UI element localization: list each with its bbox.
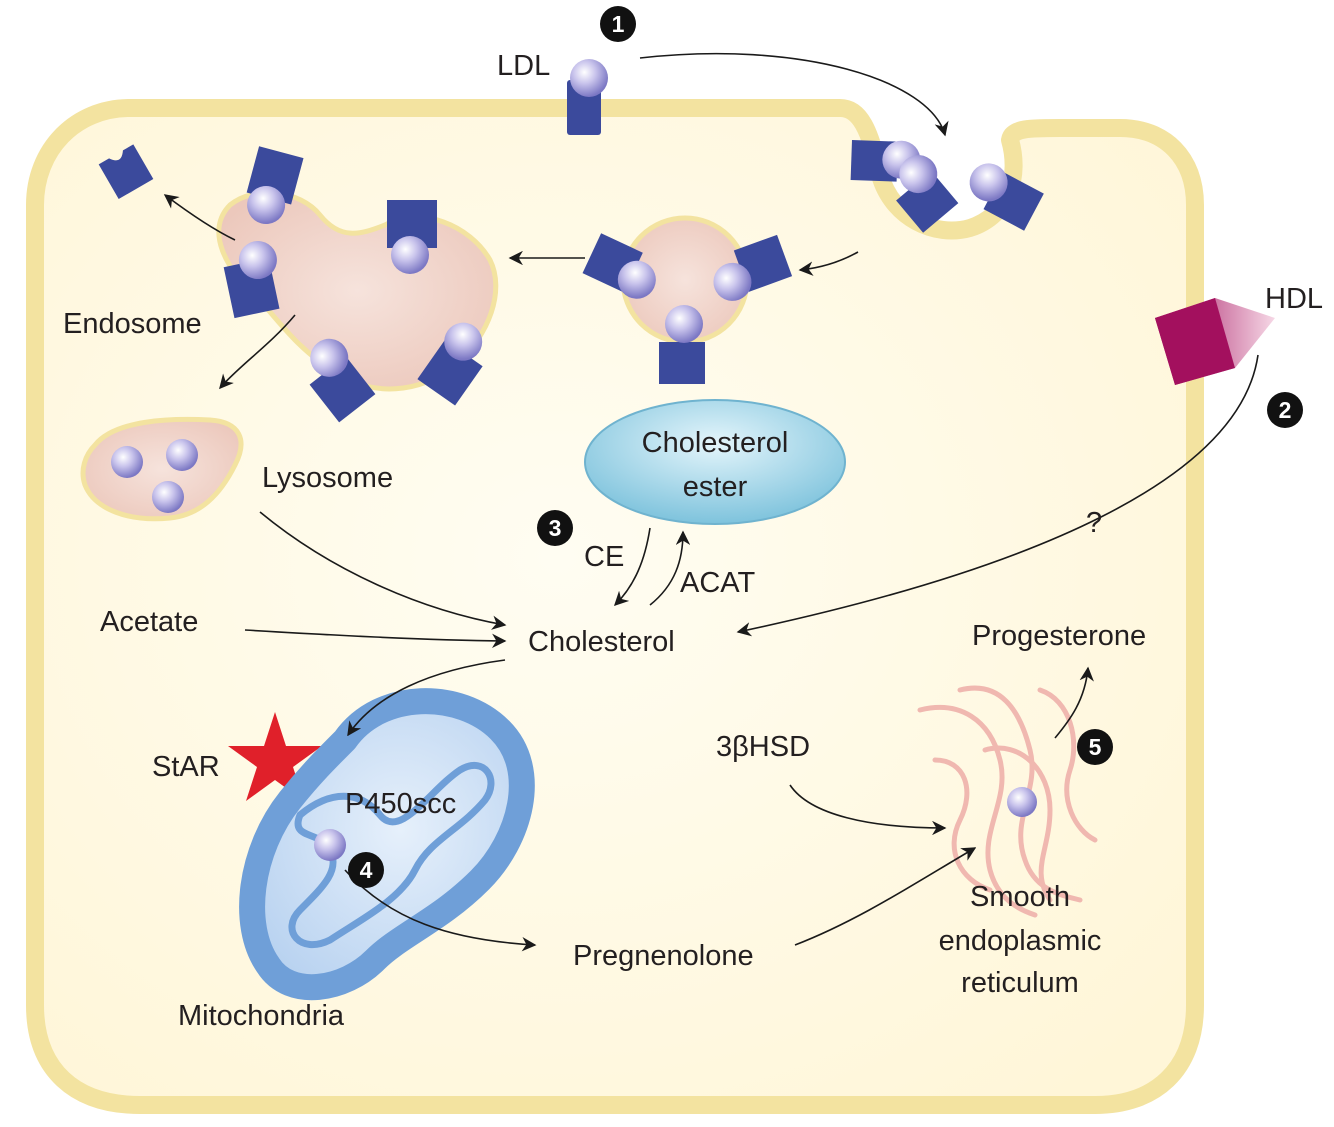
p450scc-label: P450scc (345, 788, 456, 820)
step-marker-3: 3 (537, 510, 573, 546)
question-label: ? (1086, 507, 1102, 539)
coated-vesicle (582, 215, 793, 384)
cholesterol-ester-label-1: Cholesterol (642, 427, 789, 459)
recycled-receptor (98, 144, 154, 200)
smooth-er (917, 685, 1098, 918)
cholesterol-label: Cholesterol (528, 626, 675, 658)
pit-receptor (969, 163, 1044, 231)
mitochondria-label: Mitochondria (178, 1000, 345, 1032)
ldl-particle (570, 59, 608, 97)
ldl-receptor-complex (567, 59, 608, 135)
ce-label: CE (584, 541, 624, 573)
pregnenolone-in-er (1007, 787, 1037, 817)
pit-receptor (896, 155, 959, 233)
ldl-label: LDL (497, 50, 550, 82)
acetate-label: Acetate (100, 606, 198, 638)
lysosome (80, 416, 244, 522)
hdl-label: HDL (1265, 283, 1323, 315)
progesterone-label: Progesterone (972, 620, 1146, 652)
hdl-receptor-complex (1155, 298, 1275, 385)
arrow-pit-to-vesicle (798, 251, 859, 276)
arrow-ester-to-cholesterol (613, 527, 651, 607)
star-protein-icon (228, 712, 322, 801)
arrow-hdl-to-cholesterol (736, 354, 1259, 637)
svg-text:3: 3 (549, 515, 562, 541)
svg-text:5: 5 (1089, 734, 1102, 760)
ser-label-3: reticulum (961, 967, 1079, 999)
svg-text:2: 2 (1279, 397, 1292, 423)
endosome-label: Endosome (63, 308, 202, 340)
arrow-pregnenolone-to-er (794, 847, 977, 946)
svg-text:1: 1 (612, 11, 625, 37)
svg-text:4: 4 (360, 857, 373, 883)
cholesterol-ester-droplet (584, 399, 846, 525)
pregnenolone-label: Pregnenolone (573, 940, 754, 972)
3bhsd-label: 3βHSD (716, 731, 810, 763)
arrow-cholesterol-to-ester (649, 530, 691, 606)
arrow-er-to-progesterone (1054, 666, 1094, 739)
arrow-endosome-to-lysosome (219, 314, 296, 390)
ser-label-2: endoplasmic (939, 925, 1102, 957)
step-marker-1: 1 (600, 6, 636, 42)
arrow-acetate-to-cholesterol (244, 629, 507, 649)
step-marker-5: 5 (1077, 729, 1113, 765)
mitochondria (239, 688, 535, 1001)
pathway-arrows (163, 52, 1259, 952)
acat-label: ACAT (680, 567, 755, 599)
coated-pit-receptors (850, 140, 1044, 233)
step-marker-2: 2 (1267, 392, 1303, 428)
arrow-lysosome-to-cholesterol (259, 511, 507, 630)
lysosome-label: Lysosome (262, 462, 393, 494)
cholesterol-ester-label-2: ester (683, 471, 748, 503)
ser-label-1: Smooth (970, 881, 1070, 913)
step-marker-4: 4 (348, 852, 384, 888)
star-label: StAR (152, 751, 220, 783)
endosome (216, 146, 499, 423)
arrow-ldl-to-pit (639, 52, 949, 137)
arrow-cholesterol-to-mitochondria (347, 659, 506, 737)
cholesterol-in-mitochondria (314, 829, 346, 861)
arrow-receptor-recycling (163, 194, 236, 241)
arrow-3bhsd-to-er (789, 784, 947, 836)
